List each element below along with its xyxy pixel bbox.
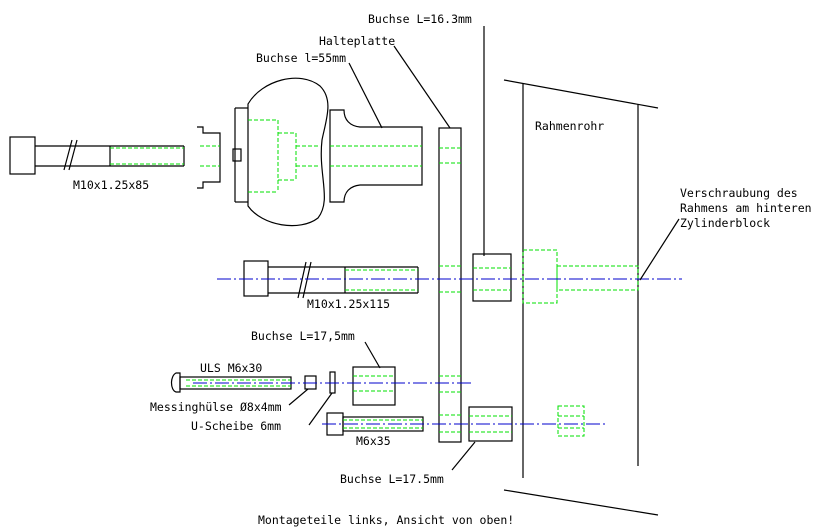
bushing-17-5-top <box>352 366 396 406</box>
label-halteplatte: Halteplatte <box>319 34 395 48</box>
bolt-m10-115 <box>243 260 419 299</box>
label-verschraubung-line-2: Rahmens am hinteren <box>680 201 812 215</box>
label-m6-35: M6x35 <box>356 434 391 448</box>
holding-plate <box>438 127 462 443</box>
label-rahmenrohr: Rahmenrohr <box>535 119 604 133</box>
bolt-m10-85 <box>9 136 185 175</box>
frame-tube <box>503 79 659 516</box>
frame-insert-small <box>557 405 585 437</box>
label-buchse-17-5-top: Buchse L=17,5mm <box>251 329 355 343</box>
label-messinghuelse: Messinghülse Ø8x4mm <box>150 400 282 414</box>
frame-insert <box>522 249 639 304</box>
leader-lines <box>288 26 680 471</box>
caption: Montageteile links, Ansicht von oben! <box>258 513 514 527</box>
label-buchse-55: Buchse l=55mm <box>256 51 346 65</box>
label-uls-m6-30: ULS M6x30 <box>200 361 262 375</box>
label-buchse-16-3: Buchse L=16.3mm <box>368 12 472 26</box>
bushing-55 <box>329 109 423 203</box>
label-buchse-17-5-bottom: Buchse L=17.5mm <box>340 472 444 486</box>
label-m10-85: M10x1.25x85 <box>73 178 149 192</box>
center-lines <box>193 278 682 425</box>
label-verschraubung-line-3: Zylinderblock <box>680 216 770 230</box>
clamp-housing <box>232 77 329 227</box>
label-m10-115: M10x1.25x115 <box>307 297 390 311</box>
bushing-16-3 <box>472 253 512 302</box>
label-verschraubung-line-1: Verschraubung des <box>680 186 798 200</box>
uls-screw-m6-30 <box>170 372 292 393</box>
spacer-top-left <box>197 126 221 189</box>
label-u-scheibe: U-Scheibe 6mm <box>191 419 281 433</box>
